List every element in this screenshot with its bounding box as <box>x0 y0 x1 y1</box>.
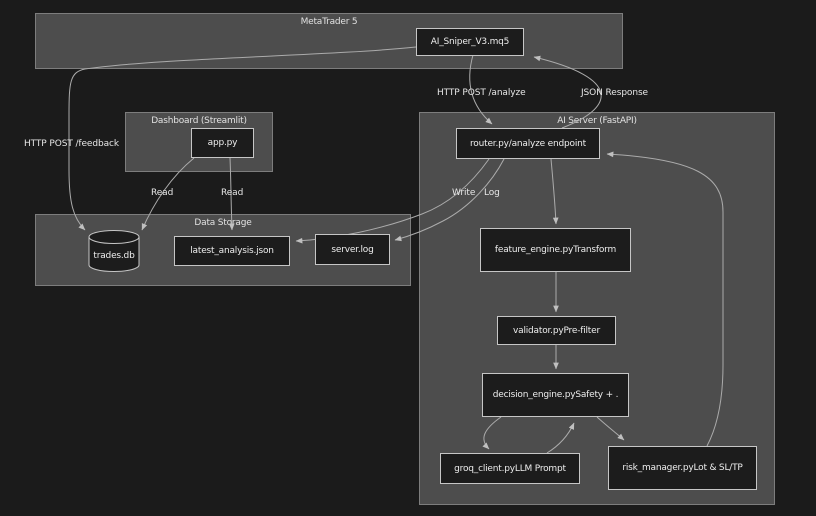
node-app-py: app.py <box>191 128 254 158</box>
node-app-py-label: app.py <box>207 138 238 148</box>
edge-read-trades-db <box>141 157 195 231</box>
node-feature-engine: feature_engine.pyTransform <box>480 228 631 272</box>
cluster-dashboard-streamlit-label: Dashboard (Streamlit) <box>151 116 247 126</box>
node-ai-sniper: AI_Sniper_V3.mq5 <box>416 28 524 56</box>
edge-risk-router <box>606 151 724 447</box>
cluster-data-storage-label: Data Storage <box>194 218 252 228</box>
edge-label-write: Write <box>452 188 476 198</box>
edge-label-http-post-feedback: HTTP POST /feedback <box>24 139 119 149</box>
edge-label-read-json: Read <box>221 188 244 198</box>
node-groq-client: groq_client.pyLLM Prompt <box>440 453 580 484</box>
cluster-ai-server-label: AI Server (FastAPI) <box>557 116 637 126</box>
edge-read-latest-analysis <box>228 157 235 231</box>
edge-json-response <box>533 55 602 129</box>
node-router: router.py/analyze endpoint <box>456 128 600 159</box>
edge-decision-risk <box>596 416 625 441</box>
edge-log <box>394 158 505 242</box>
edge-groq-decision <box>546 422 575 454</box>
edge-http-post-feedback <box>68 46 417 231</box>
cluster-ai-server: AI Server (FastAPI) <box>419 112 775 505</box>
node-trades-db-label: trades.db <box>93 251 135 261</box>
edge-label-json-response: JSON Response <box>581 88 648 98</box>
cluster-metatrader-5: MetaTrader 5 <box>35 13 623 69</box>
node-risk-manager: risk_manager.pyLot & SL/TP <box>608 446 757 490</box>
node-decision-engine: decision_engine.pySafety + . <box>482 373 629 417</box>
database-cylinder-icon <box>88 230 140 272</box>
edge-router-feature <box>550 158 559 225</box>
edge-http-post-analyze <box>469 54 493 125</box>
edge-label-log: Log <box>484 188 500 198</box>
edge-label-read-trades: Read <box>151 188 174 198</box>
cluster-metatrader-5-label: MetaTrader 5 <box>300 17 358 27</box>
edge-write <box>295 158 490 244</box>
node-latest-analysis-json: latest_analysis.json <box>174 236 290 266</box>
node-validator: validator.pyPre-filter <box>497 316 616 345</box>
edge-label-http-post-analyze: HTTP POST /analyze <box>437 88 526 98</box>
node-server-log: server.log <box>315 234 390 265</box>
edge-decision-groq <box>482 416 502 450</box>
